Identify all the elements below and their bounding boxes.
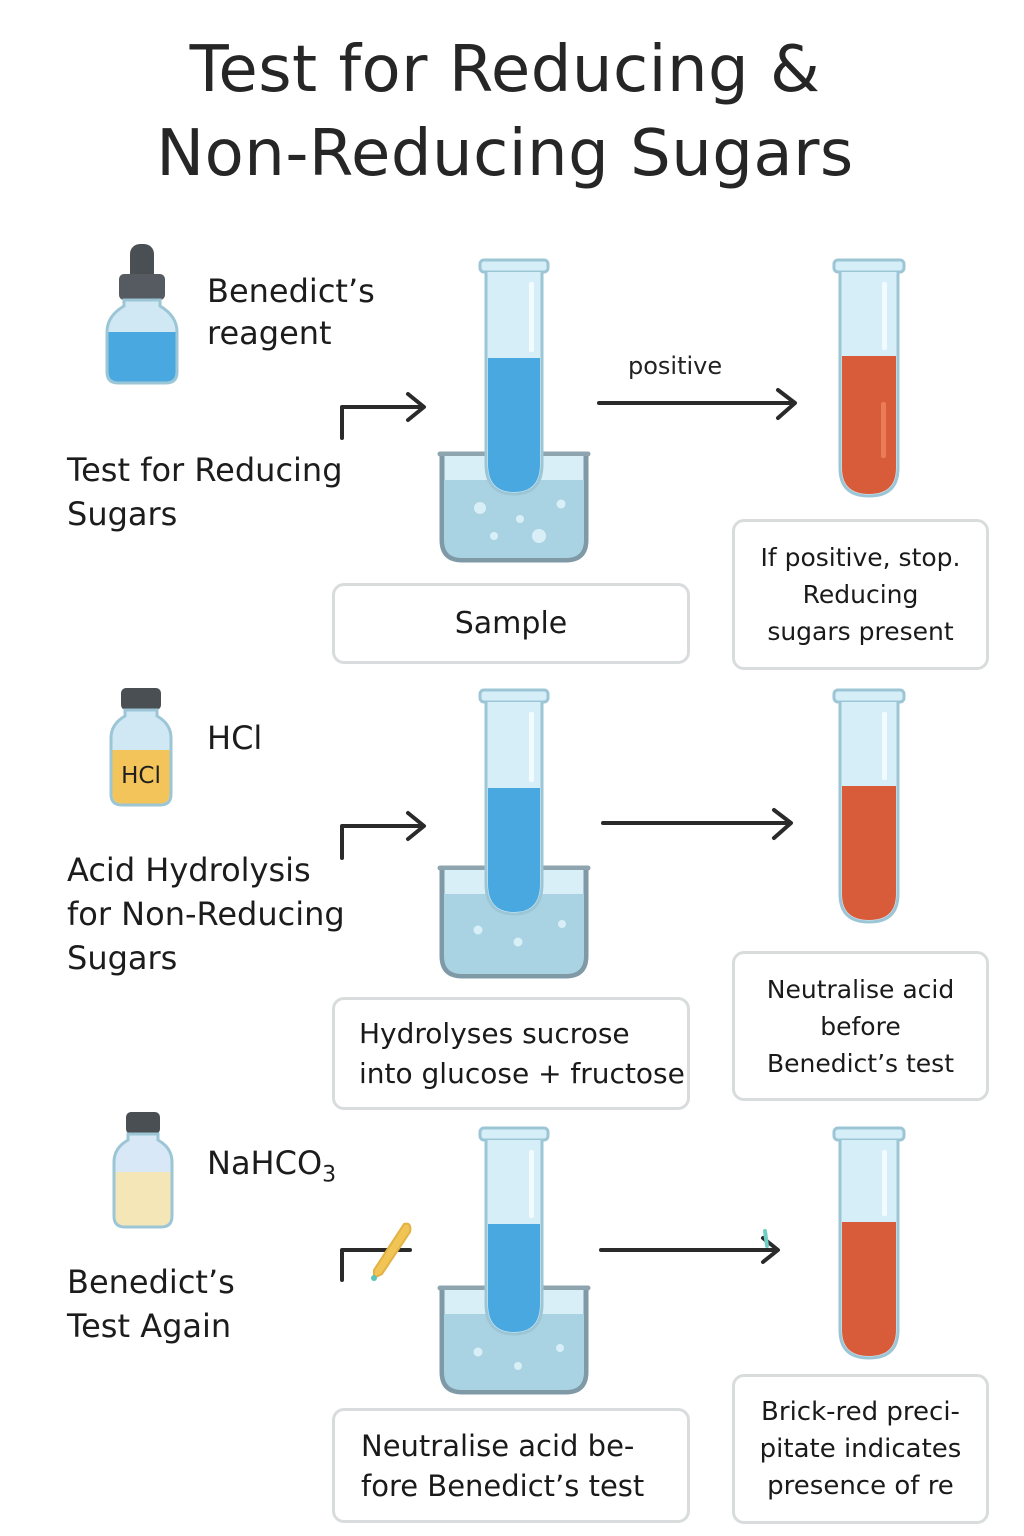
elbow-arrow-icon xyxy=(340,811,426,860)
result-test-tube-icon xyxy=(832,688,906,924)
page-title: Test for Reducing & Non-Reducing Sugars xyxy=(0,28,1010,196)
right-arrow-icon xyxy=(601,808,793,840)
step-label-line: Test Again xyxy=(67,1307,232,1345)
step-label-line: Sugars xyxy=(67,495,178,533)
reagent-label-line: Benedict’s xyxy=(207,272,375,310)
reagent-label-nahco3: NaHCO3 xyxy=(207,1142,336,1196)
step-label-line: Benedict’s xyxy=(67,1263,235,1301)
reagent-label-line: reagent xyxy=(207,314,332,352)
result-box-neutralise-acid: Neutralise acid before Benedict’s test xyxy=(732,951,989,1101)
step-label-line: Test for Reducing xyxy=(67,451,343,489)
hcl-bottle-text: HCl xyxy=(121,763,161,789)
step-label-acid-hydrolysis: Acid Hydrolysis for Non-Reducing Sugars xyxy=(67,848,345,980)
test-tube-in-beaker-icon xyxy=(437,258,591,563)
info-box-text: Sample xyxy=(454,606,568,641)
info-box-neutralise-acid: Neutralise acid be- fore Benedict’s test xyxy=(332,1408,690,1523)
title-line-1: Test for Reducing & xyxy=(189,33,821,107)
result-test-tube-icon xyxy=(832,1126,906,1360)
nahco3-bottle-icon xyxy=(112,1112,174,1229)
reagent-label-hcl: HCl xyxy=(207,719,263,757)
info-box-text: Hydrolyses sucrose into glucose + fructo… xyxy=(359,1016,685,1090)
step-label-line: Sugars xyxy=(67,939,178,977)
info-box-hydrolyses-sucrose: Hydrolyses sucrose into glucose + fructo… xyxy=(332,997,690,1110)
formula-subscript: 3 xyxy=(322,1162,337,1188)
reagent-label-benedicts: Benedict’s reagent xyxy=(207,270,375,354)
elbow-arrow-icon xyxy=(340,392,426,440)
step-label-line: Acid Hydrolysis xyxy=(67,851,311,889)
dropper-bottle-icon xyxy=(105,244,179,385)
step-label-line: for Non-Reducing xyxy=(67,895,345,933)
info-box-sample: Sample xyxy=(332,583,690,664)
formula-text: NaHCO xyxy=(207,1144,323,1182)
test-tube-in-beaker-icon xyxy=(437,1126,591,1395)
result-box-text: Neutralise acid before Benedict’s test xyxy=(766,974,955,1078)
result-box-brick-red: Brick-red preci- pitate indicates presen… xyxy=(732,1374,989,1524)
hcl-bottle-icon: HCl xyxy=(109,688,173,807)
arrow-label-positive: positive xyxy=(628,352,723,380)
step-label-benedicts-again: Benedict’s Test Again xyxy=(67,1260,235,1348)
title-line-2: Non-Reducing Sugars xyxy=(156,117,854,191)
info-box-text: Neutralise acid be- fore Benedict’s test xyxy=(361,1428,645,1503)
right-arrow-icon xyxy=(597,388,797,420)
result-box-positive-stop: If positive, stop. Reducing sugars prese… xyxy=(732,519,989,670)
dropper-pipette-icon xyxy=(371,1222,412,1281)
result-test-tube-icon xyxy=(832,258,906,498)
right-arrow-icon xyxy=(599,1229,780,1264)
result-box-text: Brick-red preci- pitate indicates presen… xyxy=(759,1396,962,1501)
test-tube-in-beaker-icon xyxy=(437,688,591,979)
result-box-text: If positive, stop. Reducing sugars prese… xyxy=(760,543,961,646)
step-label-reducing: Test for Reducing Sugars xyxy=(67,448,343,536)
